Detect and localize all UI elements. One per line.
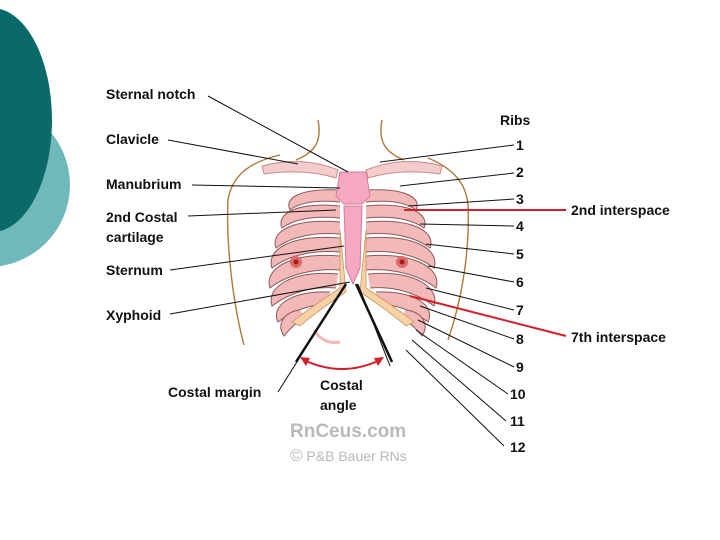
leader-manubrium — [192, 185, 340, 188]
label-costal-angle-line2: angle — [320, 397, 357, 413]
label-xyphoid: Xyphoid — [106, 307, 161, 323]
leader-rib-5 — [426, 244, 514, 254]
watermark-site: RnCeus.com — [290, 421, 406, 443]
rib-number-2: 2 — [516, 164, 524, 180]
label-7th-interspace: 7th interspace — [571, 329, 666, 345]
label-sternum: Sternum — [106, 262, 163, 278]
leader-rib-11 — [412, 340, 506, 421]
label-costal-cartilage-line1: 2nd Costal — [106, 209, 178, 225]
label-clavicle: Clavicle — [106, 131, 159, 147]
rib-number-9: 9 — [516, 359, 524, 375]
rib-number-8: 8 — [516, 331, 524, 347]
leader-rib-2 — [400, 173, 514, 186]
leader-rib-7 — [426, 288, 514, 310]
rib-number-6: 6 — [516, 274, 524, 290]
rib-number-3: 3 — [516, 191, 524, 207]
leader-clavicle — [168, 140, 298, 164]
leader-xyphoid — [170, 282, 350, 314]
leader-rib-9 — [418, 320, 514, 367]
label-costal-angle-line1: Costal — [320, 377, 363, 393]
label-sternal-notch: Sternal notch — [106, 86, 195, 102]
rib-number-1: 1 — [516, 137, 524, 153]
rib-number-12: 12 — [510, 439, 526, 455]
costal-margin-edge-right — [356, 284, 392, 362]
leader-costal-cartilage — [188, 210, 336, 216]
rib-number-4: 4 — [516, 218, 524, 234]
leader-sternum — [170, 246, 344, 270]
leader-rib-3 — [408, 199, 514, 206]
label-manubrium: Manubrium — [106, 176, 181, 192]
watermark-copyright: © P&B Bauer RNs — [290, 446, 407, 466]
leader-rib-4 — [420, 224, 514, 226]
label-costal-margin: Costal margin — [168, 384, 261, 400]
label-costal-cartilage-line2: cartilage — [106, 229, 164, 245]
leader-rib-10 — [416, 330, 508, 394]
label-2nd-interspace: 2nd interspace — [571, 202, 670, 218]
rib-number-5: 5 — [516, 246, 524, 262]
leader-rib-6 — [428, 266, 514, 282]
costal-margin-edge-left — [296, 284, 346, 362]
leader-rib-1 — [380, 145, 514, 162]
copyright-text: P&B Bauer RNs — [306, 448, 406, 464]
costal-angle-arc — [304, 360, 380, 369]
label-ribs-title: Ribs — [500, 112, 530, 128]
leader-rib-12 — [406, 350, 504, 446]
rib-number-7: 7 — [516, 302, 524, 318]
rib-number-11: 11 — [510, 413, 525, 429]
copyright-symbol: © — [290, 446, 303, 465]
rib-number-10: 10 — [510, 386, 526, 402]
